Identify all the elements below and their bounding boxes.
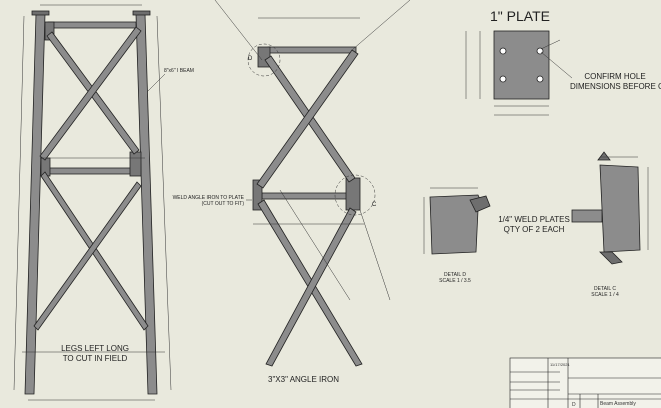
plate-body [493, 30, 550, 100]
angle-iron-label: 3"X3" ANGLE IRON [268, 375, 340, 384]
tower-top-cap-right [132, 10, 151, 16]
detail-c-scale: SCALE 1 / 4 [591, 292, 619, 298]
plate-hole [499, 47, 507, 55]
tower-note-line2: TO CUT IN FIELD [62, 354, 128, 363]
frame-plate [252, 179, 263, 211]
tower-mid-beam [47, 167, 134, 175]
frame-brace [256, 49, 359, 189]
detail-d-caption: DETAIL D SCALE 1 / 3.5 [430, 272, 480, 284]
plate-hole [536, 75, 544, 83]
detail-d-scale: SCALE 1 / 3.5 [439, 278, 471, 284]
plate-note: CONFIRM HOLE DIMENSIONS BEFORE CUTTING [570, 72, 661, 92]
detail-d-part [469, 195, 491, 213]
detail-c-brace [599, 251, 623, 265]
frame-brace [265, 207, 357, 367]
tower-plate [129, 151, 142, 177]
detail-d-tag: D [248, 56, 253, 62]
title-block-date: 11/17/2021 [550, 362, 570, 367]
tower-note-line1: LEGS LEFT LONG [61, 344, 129, 353]
detail-d-title: DETAIL D [444, 272, 466, 278]
tower-top-beam [47, 21, 137, 29]
detail-c-caption: DETAIL C SCALE 1 / 4 [580, 286, 630, 298]
detail-c-brace [597, 151, 611, 161]
detail-c-tag: C [372, 202, 377, 208]
tower-brace [33, 181, 142, 331]
frame-plate [345, 177, 361, 211]
frame-mid-beam [261, 192, 351, 200]
frame-top-beam [267, 46, 357, 54]
tower-top-cap-left [31, 10, 50, 16]
weld-plates-line2: QTY OF 2 EACH [503, 225, 565, 234]
tower-right-leg [135, 13, 158, 395]
tower-left-leg [24, 13, 46, 395]
weld-plates-line1: 1/4" WELD PLATES [498, 215, 570, 224]
weld-note: WELD ANGLE IRON TO PLATE (CUT OUT TO FIT… [172, 195, 244, 207]
tower-note: LEGS LEFT LONG TO CUT IN FIELD [50, 344, 140, 364]
detail-c-title: DETAIL C [594, 286, 616, 292]
detail-c-beam [571, 209, 603, 223]
detail-c-part [599, 164, 641, 253]
weld-plates-note: 1/4" WELD PLATES QTY OF 2 EACH [494, 215, 574, 235]
plate-title: 1" PLATE [490, 8, 550, 24]
plate-note-line1: CONFIRM HOLE [584, 72, 646, 81]
plate-note-line2: DIMENSIONS BEFORE CUTTING [570, 82, 661, 91]
weld-note-line1: WELD ANGLE IRON TO PLATE [172, 195, 244, 201]
beam-label: 8"x6" I BEAM [164, 68, 194, 74]
title-block-rev: D [572, 402, 576, 408]
weld-note-line2: (CUT OUT TO FIT) [201, 201, 244, 207]
title-block [509, 357, 661, 408]
tower-brace [39, 26, 142, 161]
title-block-title: Beam Assembly [600, 401, 636, 407]
plate-hole [499, 75, 507, 83]
